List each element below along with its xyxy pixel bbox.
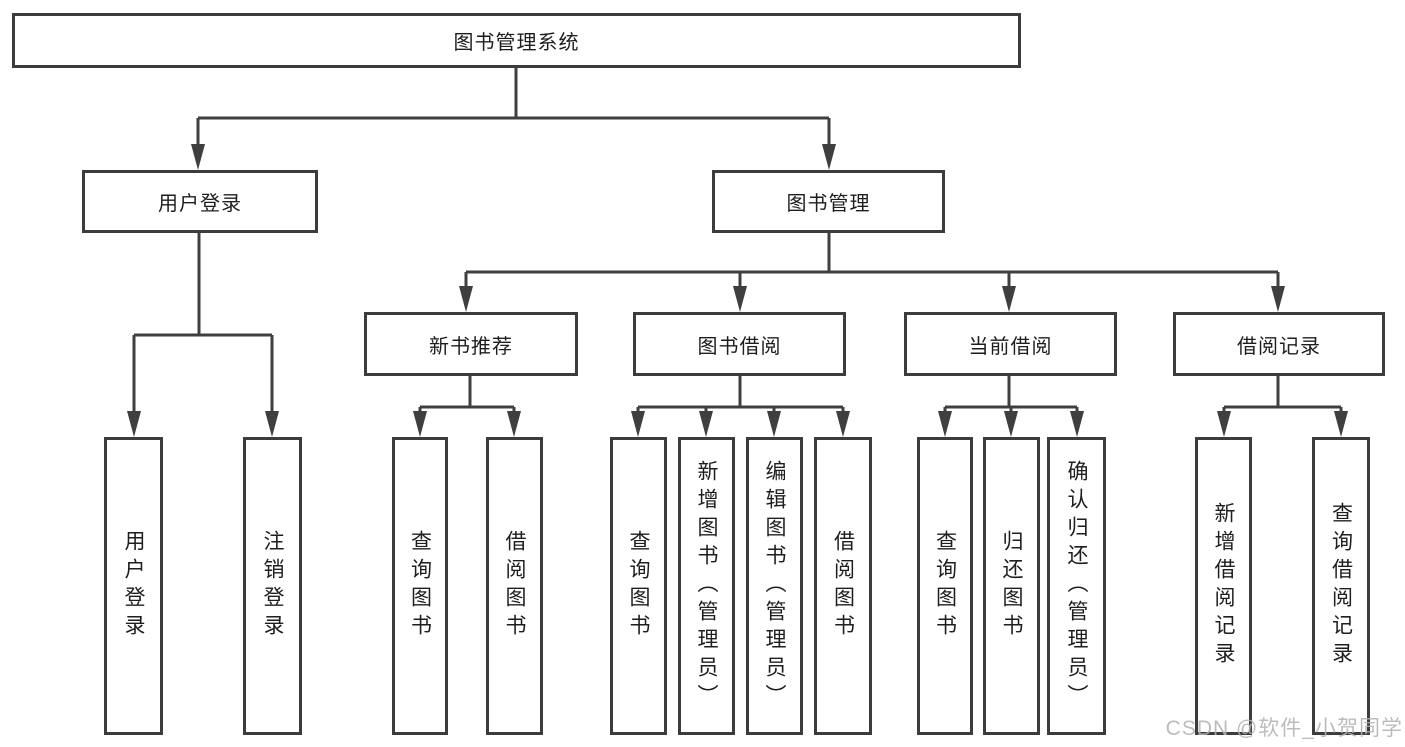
leaf-borrow-query-book: 查询图书 [610, 437, 667, 735]
csdn-watermark: CSDN @软件_小贺同学 [1165, 717, 1403, 740]
leaf-current-query-book: 查询图书 [917, 437, 973, 735]
leaf-add-borrow-record: 新增借阅记录 [1195, 437, 1252, 735]
leaf-borrow-book: 借阅图书 [814, 437, 872, 735]
leaf-return-book: 归还图书 [983, 437, 1040, 735]
leaf-edit-book-admin: 编辑图书（管理员） [746, 437, 803, 735]
leaf-add-book-admin: 新增图书（管理员） [678, 437, 735, 735]
node-current-borrow: 当前借阅 [904, 312, 1117, 376]
leaf-logout: 注销登录 [243, 437, 302, 735]
leaf-query-borrow-record: 查询借阅记录 [1312, 437, 1370, 735]
leaf-rec-borrow-book: 借阅图书 [486, 437, 543, 735]
leaf-confirm-return-admin: 确认归还（管理员） [1047, 437, 1106, 735]
node-user-login: 用户登录 [82, 170, 318, 233]
node-borrow-record: 借阅记录 [1173, 312, 1385, 376]
node-library-system: 图书管理系统 [12, 13, 1021, 68]
node-book-management: 图书管理 [712, 170, 945, 233]
leaf-rec-query-book: 查询图书 [392, 437, 448, 735]
arrowheads [127, 144, 1348, 437]
node-book-borrow: 图书借阅 [633, 312, 846, 376]
node-new-book-recommend: 新书推荐 [364, 312, 578, 376]
leaf-user-login: 用户登录 [104, 437, 163, 735]
